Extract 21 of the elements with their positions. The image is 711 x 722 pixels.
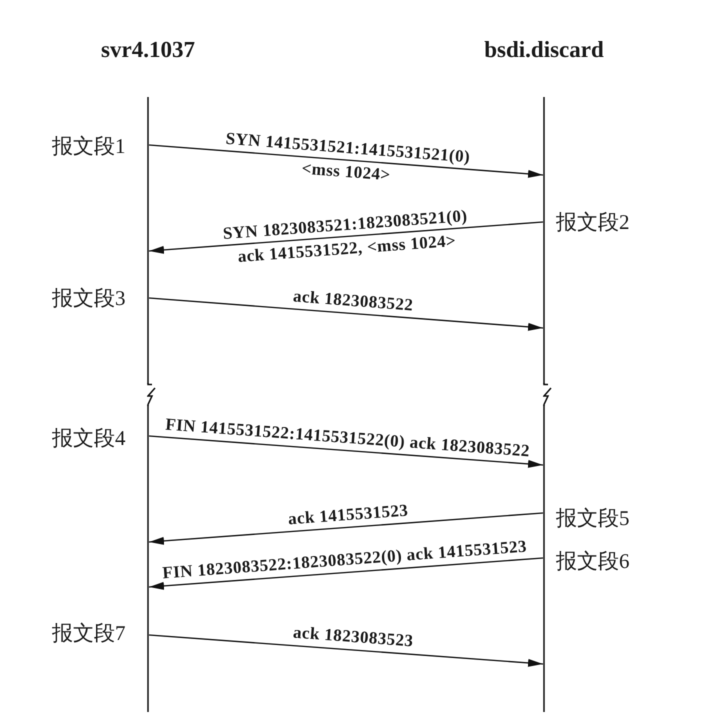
edge-label: ack 1823083522 [292, 285, 414, 317]
arrow [148, 512, 544, 545]
edge-label: FIN 1823083522:1823083522(0) ack 1415531523 [161, 535, 528, 584]
segment-label: 报文段2 [556, 209, 630, 235]
segment-label: 报文段1 [52, 133, 126, 159]
arrow [148, 144, 544, 178]
segment-label: 报文段3 [52, 285, 126, 311]
arrow [148, 435, 544, 468]
host-label: svr4.1037 [101, 36, 195, 64]
segment-label: 报文段7 [52, 620, 126, 646]
arrow [148, 221, 544, 254]
host-label: bsdi.discard [484, 36, 604, 64]
edge-label: SYN 1823083521:1823083521(0) ack 1415531522, <mss 1024> [221, 204, 469, 268]
segment-label: 报文段5 [556, 505, 630, 531]
arrow [148, 557, 544, 590]
edge-label: ack 1823083523 [292, 622, 414, 653]
arrow [148, 297, 544, 331]
segment-label: 报文段6 [556, 548, 630, 574]
edge-label: ack 1415531523 [287, 499, 410, 530]
arrow [148, 634, 544, 667]
segment-label: 报文段4 [52, 425, 126, 451]
